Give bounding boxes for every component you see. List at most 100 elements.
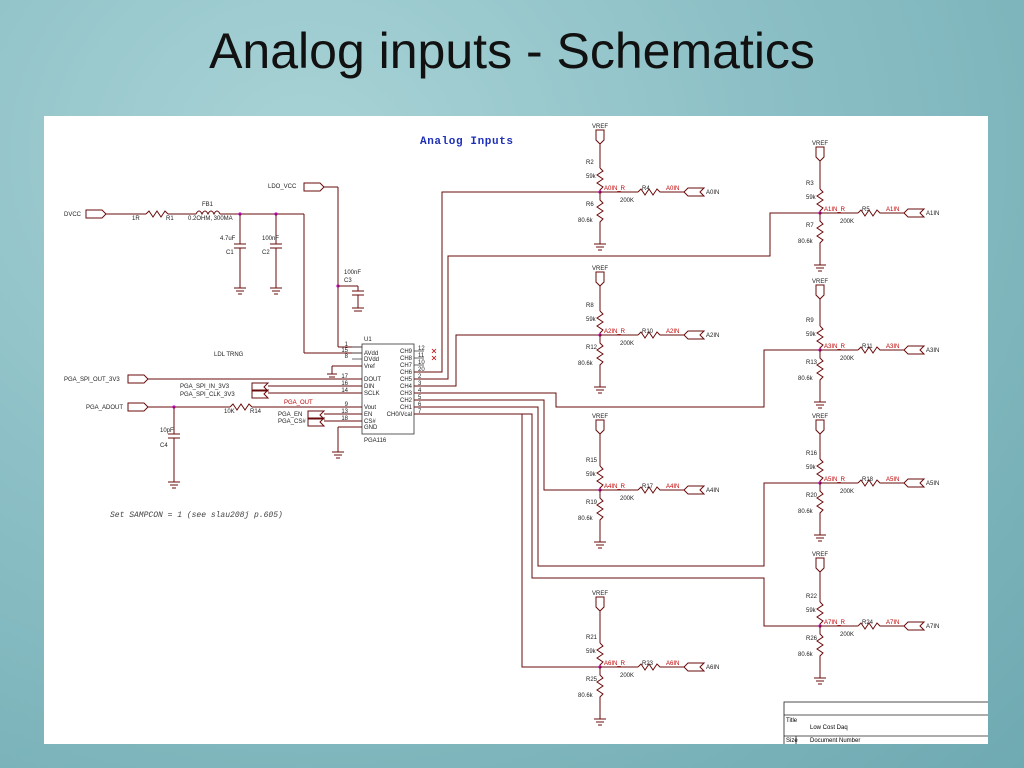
vref-label: VREF xyxy=(592,591,608,597)
top-resistor-ref: R2 xyxy=(586,160,594,166)
ic-pin-label: GND xyxy=(364,425,378,431)
vref-flag xyxy=(595,271,605,287)
vref-flag xyxy=(595,419,605,435)
bottom-resistor-ref: R20 xyxy=(806,493,818,499)
schematic-panel: Analog Inputs DVCC 1R R1 FB1 0.2OHM, 300… xyxy=(44,116,988,744)
channel-net-label: A0IN_R xyxy=(604,186,626,192)
series-resistor-value: 200K xyxy=(840,219,854,225)
channel-net-label: A2IN_R xyxy=(604,329,626,335)
series-resistor-value: 200K xyxy=(840,632,854,638)
ic-pin-number: 7 xyxy=(418,409,422,415)
r1-value: 1R xyxy=(132,216,140,222)
input-net-label: A4IN xyxy=(666,484,679,490)
bottom-resistor-ref: R13 xyxy=(806,360,818,366)
ldo-port xyxy=(303,182,325,192)
series-resistor xyxy=(637,188,670,196)
ic-pin-number: 15 xyxy=(341,348,348,354)
fb1-value: 0.2OHM, 300MA xyxy=(188,216,233,222)
spi-clk-port xyxy=(251,389,270,399)
top-resistor xyxy=(596,167,604,192)
top-resistor xyxy=(816,188,824,213)
ic-pin-number: 8 xyxy=(345,354,349,360)
ldo-label: LDO_VCC xyxy=(268,184,297,190)
series-resistor-value: 200K xyxy=(620,496,634,502)
top-resistor xyxy=(596,310,604,335)
supply-section: DVCC 1R R1 FB1 0.2OHM, 300MA 4.7uF C1 10… xyxy=(64,182,364,354)
c1-value: 4.7uF xyxy=(220,236,236,242)
top-resistor-ref: R9 xyxy=(806,318,814,324)
bottom-resistor-value: 80.6k xyxy=(578,361,594,367)
r14-value: 10K xyxy=(224,409,235,415)
series-resistor-ref: R23 xyxy=(642,661,654,667)
input-port-label: A2IN xyxy=(706,333,719,339)
input-net-label: A5IN xyxy=(886,477,899,483)
channel-net-label: A3IN_R xyxy=(824,344,846,350)
input-port xyxy=(683,330,706,340)
series-resistor-value: 200K xyxy=(620,673,634,679)
adout-port xyxy=(127,402,149,412)
ic-pin-label: CS# xyxy=(364,419,376,425)
series-resistor-ref: R18 xyxy=(862,477,874,483)
spi-out-label: PGA_SPI_OUT_3V3 xyxy=(64,377,120,383)
schematic-drawing: Analog Inputs DVCC 1R R1 FB1 0.2OHM, 300… xyxy=(64,124,988,744)
pga-cs-port xyxy=(307,417,326,427)
ic-pin-label: CH2 xyxy=(400,398,413,404)
ic-pin-label: DIN xyxy=(364,384,374,390)
input-port-label: A1IN xyxy=(926,211,939,217)
ic-pin-label: CH7 xyxy=(400,363,413,369)
dvcc-label: DVCC xyxy=(64,212,82,218)
input-net-label: A3IN xyxy=(886,344,899,350)
series-resistor-ref: R4 xyxy=(642,186,650,192)
top-resistor-ref: R22 xyxy=(806,594,818,600)
input-port-label: A4IN xyxy=(706,488,719,494)
input-net-label: A7IN xyxy=(886,620,899,626)
ic-pin-label: CH6 xyxy=(400,370,413,376)
top-resistor-ref: R8 xyxy=(586,303,594,309)
series-resistor-value: 200K xyxy=(620,341,634,347)
input-port-label: A0IN xyxy=(706,190,719,196)
bottom-resistor-value: 80.6k xyxy=(798,239,814,245)
pga-out-label: PGA_OUT xyxy=(284,400,313,406)
ic-pin-number: 3 xyxy=(418,381,422,387)
vref-label: VREF xyxy=(812,141,828,147)
ic-pin-number: 11 xyxy=(418,353,425,359)
vref-label: VREF xyxy=(592,414,608,420)
control-nets: PGA_SPI_OUT_3V3 PGA_SPI_IN_3V3 PGA_SPI_C… xyxy=(64,374,362,489)
small-label: LDL TRNG xyxy=(214,352,244,358)
ic-pin-label: EN xyxy=(364,412,372,418)
top-resistor xyxy=(816,601,824,626)
title-block: Title Low Cost Daq Size Document Number xyxy=(783,701,988,744)
input-port xyxy=(903,345,926,355)
input-port xyxy=(903,621,926,631)
input-port xyxy=(683,485,706,495)
bottom-resistor xyxy=(596,335,604,387)
top-resistor-value: 59k xyxy=(586,317,597,323)
fb1-ferrite xyxy=(195,210,221,216)
vref-flag xyxy=(815,284,825,300)
top-resistor-value: 59k xyxy=(806,195,817,201)
ic-pin-label: CH3 xyxy=(400,391,413,397)
series-resistor xyxy=(637,663,670,671)
vref-flag xyxy=(815,419,825,435)
series-resistor xyxy=(637,331,670,339)
title-label: Title xyxy=(786,718,798,724)
ic-pin-number: 20 xyxy=(418,367,425,373)
bottom-resistor-value: 80.6k xyxy=(578,693,594,699)
bottom-resistor xyxy=(596,192,604,244)
top-resistor-ref: R3 xyxy=(806,181,814,187)
pga-en-label: PGA_EN xyxy=(278,412,302,418)
top-resistor-value: 59k xyxy=(806,465,817,471)
ic-pin-label: CH9 xyxy=(400,349,413,355)
top-resistor xyxy=(596,642,604,667)
bottom-resistor xyxy=(816,213,824,265)
top-resistor-ref: R16 xyxy=(806,451,818,457)
input-net-label: A1IN xyxy=(886,207,899,213)
input-net-label: A2IN xyxy=(666,329,679,335)
ic-pin-label: CH0/Vcal xyxy=(387,412,412,418)
bottom-resistor xyxy=(596,667,604,719)
